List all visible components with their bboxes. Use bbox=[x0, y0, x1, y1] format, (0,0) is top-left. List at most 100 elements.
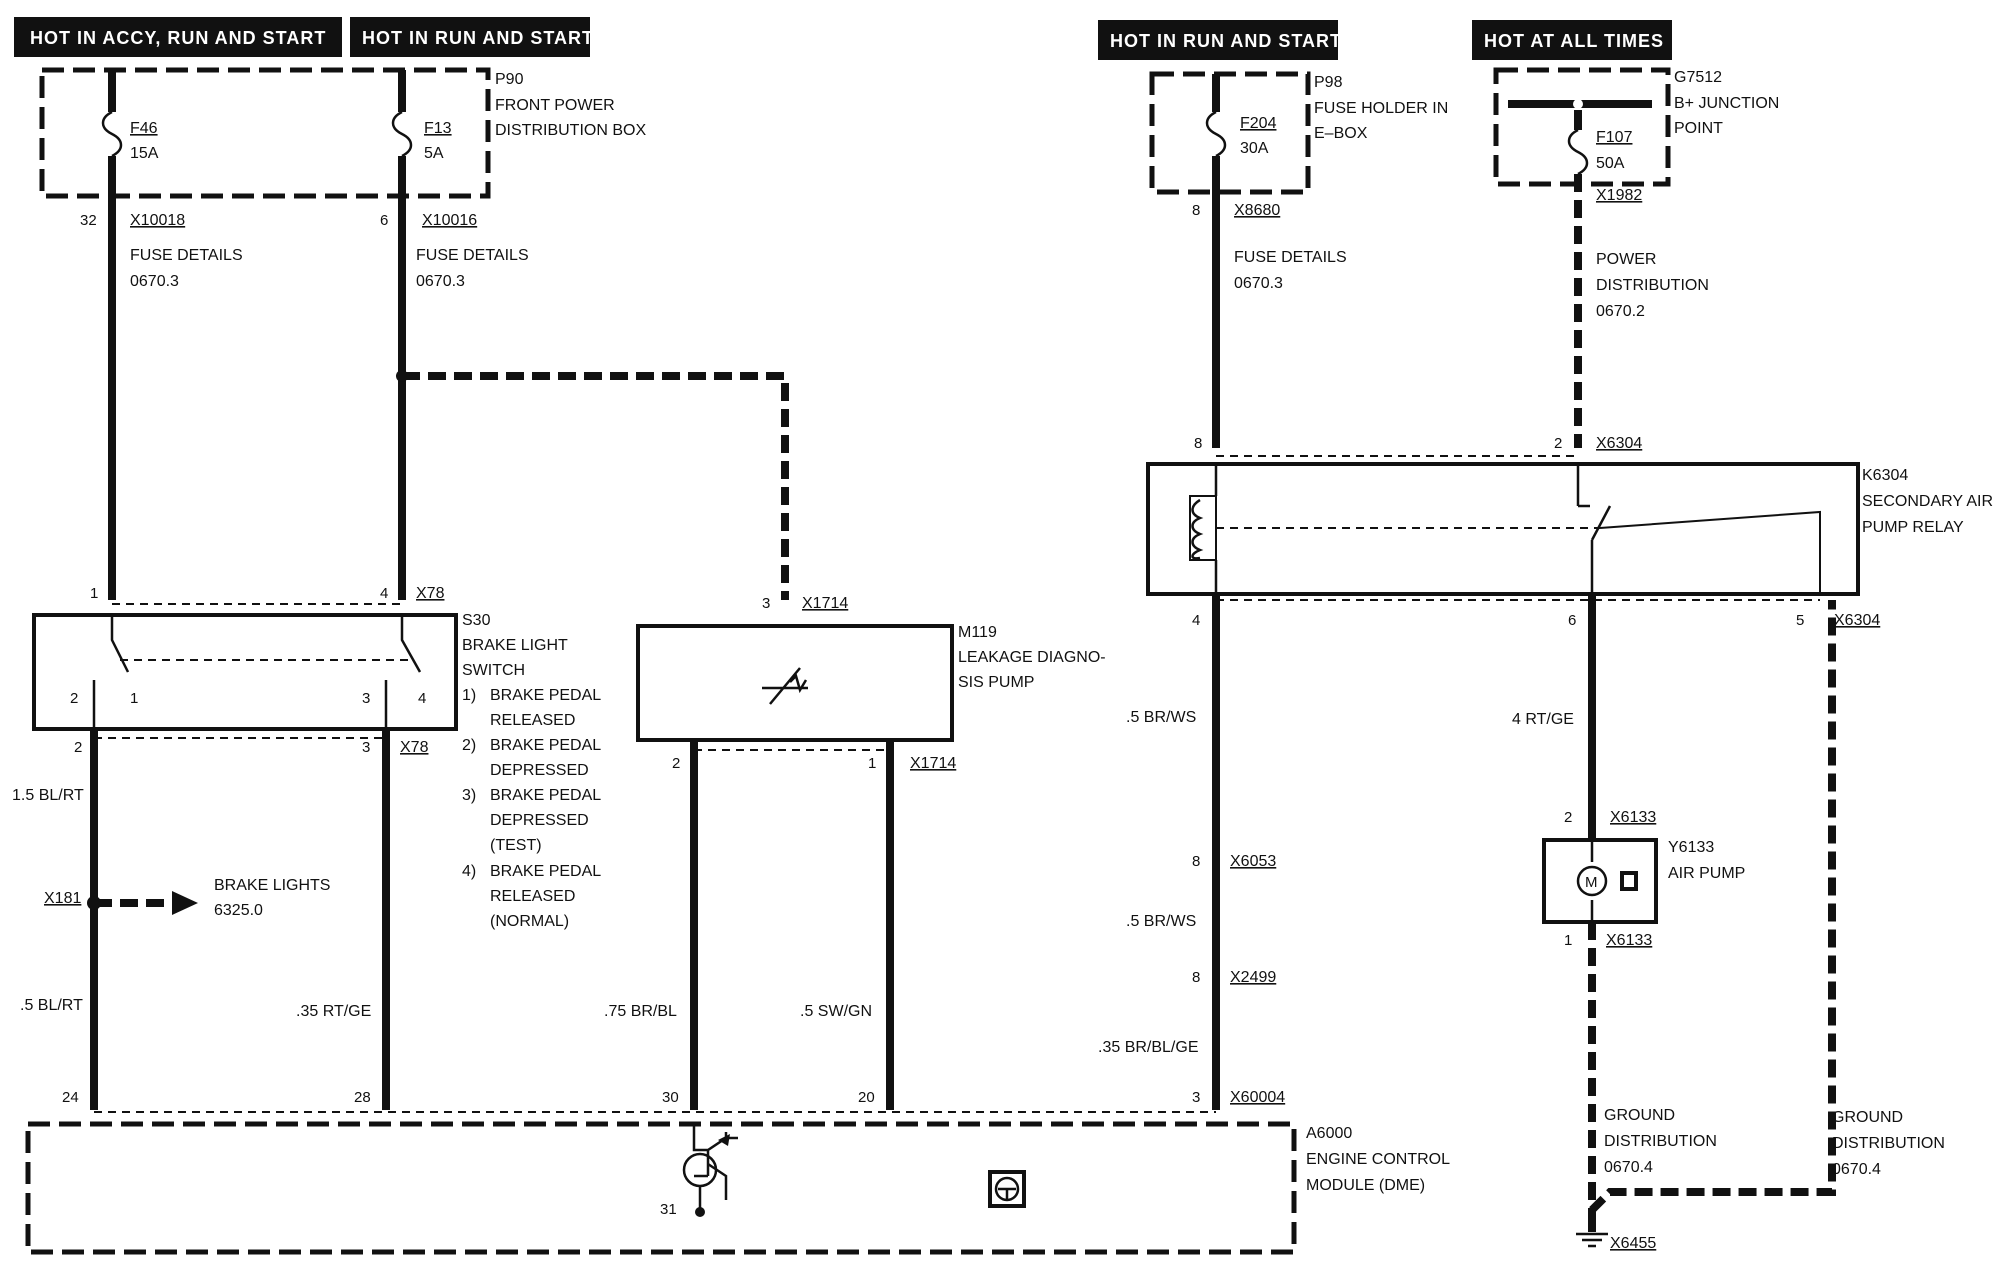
a6000-line1: ENGINE CONTROL bbox=[1306, 1151, 1450, 1168]
wire-label-0-5-br-ws-1: .5 BR/WS bbox=[1126, 709, 1196, 726]
pin-x6053-8: 8 bbox=[1192, 853, 1200, 870]
motor-icon bbox=[1576, 865, 1608, 897]
wire-label-1-5-bl-rt: 1.5 BL/RT bbox=[12, 787, 84, 804]
transistor-body-icon bbox=[682, 1152, 718, 1188]
wire-label-0-5-bl-rt: .5 BL/RT bbox=[20, 997, 83, 1014]
pump-icon bbox=[762, 667, 808, 705]
fuse-details-3: FUSE DETAILS bbox=[1234, 249, 1347, 266]
s30-notes: 1) BRAKE PEDAL RELEASED 2) BRAKE PEDAL D… bbox=[462, 687, 601, 930]
s30-note-2-num: 2) bbox=[462, 737, 476, 754]
fuse-details-2-num: 0670.3 bbox=[416, 273, 465, 290]
y6133-id: Y6133 bbox=[1668, 839, 1714, 856]
p90-line2: DISTRIBUTION BOX bbox=[495, 122, 646, 139]
ground-left-2: DISTRIBUTION bbox=[1604, 1133, 1717, 1150]
relay-contact-return bbox=[1599, 510, 1821, 594]
transistor-icon bbox=[692, 1124, 738, 1200]
wire-label-0-75-br-bl: .75 BR/BL bbox=[604, 1003, 677, 1020]
fuse-f204-icon bbox=[1205, 110, 1227, 158]
s30-note-3-b: DEPRESSED bbox=[490, 812, 589, 829]
pin-6: 6 bbox=[380, 212, 388, 229]
s30-note-4-num: 4) bbox=[462, 863, 476, 880]
g7512-line2: POINT bbox=[1674, 120, 1723, 137]
ground-left-num: 0670.4 bbox=[1604, 1159, 1653, 1176]
relay-contact-icon bbox=[1576, 464, 1612, 594]
connector-x1714-top: X1714 bbox=[802, 595, 848, 612]
pin-k6304-2: 2 bbox=[1554, 435, 1562, 452]
pin-k6304-8: 8 bbox=[1194, 435, 1202, 452]
k6304-line2: PUMP RELAY bbox=[1862, 519, 1964, 536]
pin-s30-out-2: 2 bbox=[74, 739, 82, 756]
s30-line1: BRAKE LIGHT bbox=[462, 637, 568, 654]
f13-amp: 5A bbox=[424, 145, 444, 162]
pin-dme-30: 30 bbox=[662, 1089, 679, 1106]
connector-x6304-bottom: X6304 bbox=[1834, 612, 1880, 629]
header-run-start-right: HOT IN RUN AND START bbox=[1098, 20, 1342, 60]
pin-32: 32 bbox=[80, 212, 97, 229]
a6000-id: A6000 bbox=[1306, 1125, 1352, 1142]
f46-label: F46 bbox=[130, 120, 158, 137]
wire-label-0-35-rt-ge: .35 RT/GE bbox=[296, 1003, 371, 1020]
p98-box bbox=[1149, 71, 1311, 195]
s30-note-1-num: 1) bbox=[462, 687, 476, 704]
ground-left-1: GROUND bbox=[1604, 1107, 1675, 1124]
ground-icon bbox=[1576, 1232, 1608, 1248]
power-distribution-num: 0670.2 bbox=[1596, 303, 1645, 320]
transistor-ground-dot bbox=[695, 1207, 705, 1217]
wire-label-0-35-br-bl-ge: .35 BR/BL/GE bbox=[1098, 1039, 1199, 1056]
m119-line2: SIS PUMP bbox=[958, 674, 1034, 691]
wire-ground-loop bbox=[1588, 600, 1836, 1220]
s30-note-2-b: DEPRESSED bbox=[490, 762, 589, 779]
header-run-start-right-text: HOT IN RUN AND START bbox=[1110, 31, 1342, 51]
k6304-box bbox=[1146, 462, 1860, 596]
header-all-times: HOT AT ALL TIMES bbox=[1472, 20, 1672, 60]
pin-p98-8: 8 bbox=[1192, 202, 1200, 219]
f204-label: F204 bbox=[1240, 115, 1277, 132]
connector-x6455: X6455 bbox=[1610, 1235, 1656, 1252]
connector-x6133-bottom: X6133 bbox=[1606, 932, 1652, 949]
connector-x2499: X2499 bbox=[1230, 969, 1276, 986]
p90-id: P90 bbox=[495, 71, 524, 88]
connector-x78-bottom: X78 bbox=[400, 739, 429, 756]
a6000-line2: MODULE (DME) bbox=[1306, 1177, 1425, 1194]
s30-line2: SWITCH bbox=[462, 662, 525, 679]
module-icon bbox=[988, 1170, 1026, 1208]
s30-contact-2 bbox=[400, 615, 422, 673]
pin-m119-2: 2 bbox=[672, 755, 680, 772]
pin-s30-in-4: 4 bbox=[418, 690, 426, 707]
ground-right-num: 0670.4 bbox=[1832, 1161, 1881, 1178]
p90-box bbox=[39, 67, 491, 199]
pin-dme-20: 20 bbox=[858, 1089, 875, 1106]
f46-amp: 15A bbox=[130, 145, 159, 162]
brake-lights-num: 6325.0 bbox=[214, 902, 263, 919]
m119-line1: LEAKAGE DIAGNO- bbox=[958, 649, 1106, 666]
header-run-start-left-text: HOT IN RUN AND START bbox=[362, 28, 594, 48]
g7512-line1: B+ JUNCTION bbox=[1674, 95, 1779, 112]
pin-x2499-8: 8 bbox=[1192, 969, 1200, 986]
fuse-details-2: FUSE DETAILS bbox=[416, 247, 529, 264]
connector-x78-top: X78 bbox=[416, 585, 445, 602]
y6133-box bbox=[1542, 838, 1658, 924]
header-run-start-left: HOT IN RUN AND START bbox=[350, 17, 594, 57]
pin-m119-1: 1 bbox=[868, 755, 876, 772]
wire-label-4-rt-ge: 4 RT/GE bbox=[1512, 711, 1574, 728]
arrow-right-icon bbox=[172, 891, 198, 915]
pin-s30-in-3: 3 bbox=[362, 690, 370, 707]
wire-label-0-5-sw-gn: .5 SW/GN bbox=[800, 1003, 872, 1020]
ground-right-2: DISTRIBUTION bbox=[1832, 1135, 1945, 1152]
ground-right-1: GROUND bbox=[1832, 1109, 1903, 1126]
s30-note-1-b: RELEASED bbox=[490, 712, 575, 729]
pin-x60004-3: 3 bbox=[1192, 1089, 1200, 1106]
s30-id: S30 bbox=[462, 612, 491, 629]
connector-x10016: X10016 bbox=[422, 212, 477, 229]
a6000-box bbox=[25, 1121, 1297, 1255]
p98-id: P98 bbox=[1314, 74, 1343, 91]
y6133-line1: AIR PUMP bbox=[1668, 865, 1745, 882]
power-distribution-2: DISTRIBUTION bbox=[1596, 277, 1709, 294]
pin-k6304-5: 5 bbox=[1796, 612, 1804, 629]
s30-note-3-num: 3) bbox=[462, 787, 476, 804]
p98-line1: FUSE HOLDER IN bbox=[1314, 100, 1448, 117]
header-accy-run-start: HOT IN ACCY, RUN AND START bbox=[14, 17, 342, 57]
pin-s30-out-3: 3 bbox=[362, 739, 370, 756]
power-distribution-1: POWER bbox=[1596, 251, 1656, 268]
pin-s30-in-2: 2 bbox=[70, 690, 78, 707]
